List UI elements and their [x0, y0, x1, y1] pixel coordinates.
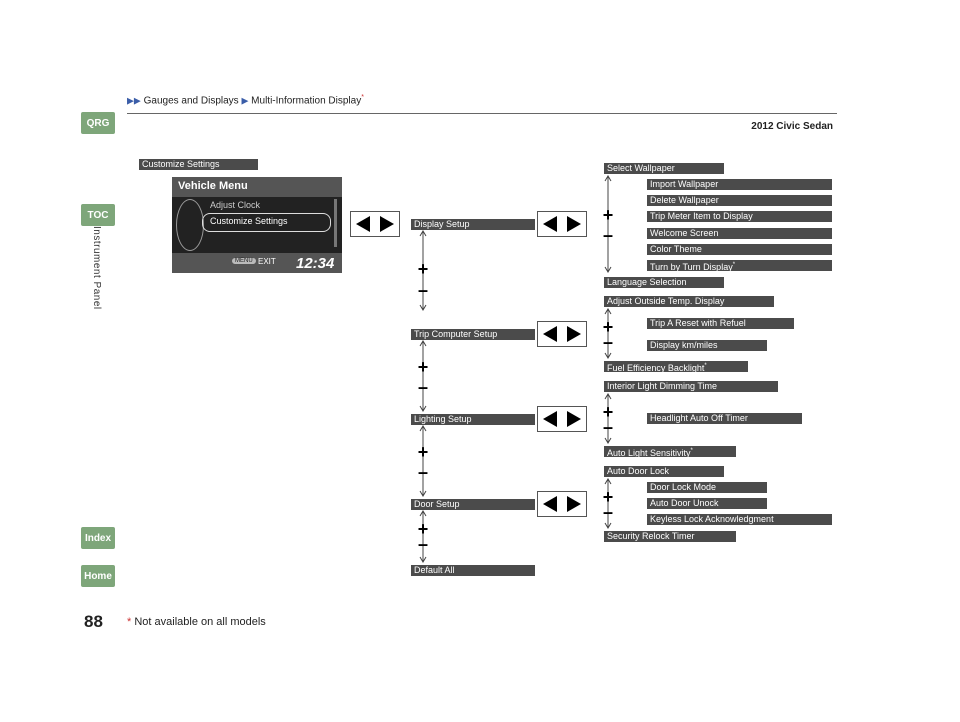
- group-door-setup: Door Setup: [411, 499, 535, 510]
- model-title: 2012 Civic Sedan: [751, 121, 833, 132]
- left-right-arrow-icon: [537, 406, 587, 432]
- plus-icon: +: [602, 402, 614, 422]
- item-auto-light-sensitivity: Auto Light Sensitivity*: [604, 446, 736, 458]
- plus-icon: +: [602, 205, 614, 225]
- menu-key: MENU: [232, 258, 256, 264]
- minus-icon: –: [417, 534, 428, 554]
- item-turn-by-turn: Turn by Turn Display*: [647, 260, 832, 272]
- breadcrumb-arrow-icon: ▶: [241, 95, 249, 106]
- plus-icon: +: [417, 519, 429, 539]
- minus-icon: –: [417, 462, 428, 482]
- minus-icon: –: [417, 280, 428, 300]
- item-trip-meter-item: Trip Meter Item to Display: [647, 211, 832, 222]
- screen-title: Vehicle Menu: [178, 180, 248, 192]
- group-trip-computer-setup: Trip Computer Setup: [411, 329, 535, 340]
- group-default-all: Default All: [411, 565, 535, 576]
- section-label: Instrument Panel: [91, 226, 102, 310]
- item-auto-door-lock: Auto Door Lock: [604, 466, 724, 477]
- item-adjust-outside-temp: Adjust Outside Temp. Display: [604, 296, 774, 307]
- group-display-setup: Display Setup: [411, 219, 535, 230]
- item-auto-door-unock: Auto Door Unock: [647, 498, 767, 509]
- screen-exit: EXIT: [258, 257, 276, 266]
- item-interior-light-dimming: Interior Light Dimming Time: [604, 381, 778, 392]
- item-select-wallpaper: Select Wallpaper: [604, 163, 724, 174]
- breadcrumb: ▶▶ Gauges and Displays ▶ Multi-Informati…: [127, 94, 364, 106]
- left-right-arrow-icon: [350, 211, 400, 237]
- minus-icon: –: [602, 502, 613, 522]
- footnote-text: Not available on all models: [134, 616, 266, 628]
- left-right-arrow-icon: [537, 321, 587, 347]
- item-language-selection: Language Selection: [604, 277, 724, 288]
- item-fuel-efficiency-backlight: Fuel Efficiency Backlight*: [604, 361, 748, 373]
- minus-icon: –: [602, 332, 613, 352]
- item-door-lock-mode: Door Lock Mode: [647, 482, 767, 493]
- item-import-wallpaper: Import Wallpaper: [647, 179, 832, 190]
- item-delete-wallpaper: Delete Wallpaper: [647, 195, 832, 206]
- customize-settings-bar: Customize Settings: [139, 159, 258, 170]
- page-number: 88: [84, 612, 103, 631]
- minus-icon: –: [417, 377, 428, 397]
- footnote: * Not available on all models: [127, 616, 266, 628]
- display-screenshot: Vehicle Menu Adjust Clock Customize Sett…: [172, 177, 342, 273]
- minus-icon: –: [602, 417, 613, 437]
- item-keyless-lock-ack: Keyless Lock Acknowledgment: [647, 514, 832, 525]
- toc-tab[interactable]: TOC: [81, 204, 115, 226]
- index-tab[interactable]: Index: [81, 527, 115, 549]
- plus-icon: +: [417, 442, 429, 462]
- item-color-theme: Color Theme: [647, 244, 832, 255]
- item-display-km-miles: Display km/miles: [647, 340, 767, 351]
- item-headlight-auto-off: Headlight Auto Off Timer: [647, 413, 802, 424]
- footnote-asterisk: *: [127, 616, 132, 628]
- plus-icon: +: [602, 487, 614, 507]
- breadcrumb-gauges[interactable]: Gauges and Displays: [143, 95, 239, 107]
- header-rule: [127, 113, 837, 114]
- plus-icon: +: [417, 357, 429, 377]
- group-lighting-setup: Lighting Setup: [411, 414, 535, 425]
- breadcrumb-asterisk: *: [361, 94, 364, 101]
- item-security-relock-timer: Security Relock Timer: [604, 531, 736, 542]
- screen-clock: 12:34: [296, 255, 335, 272]
- minus-icon: –: [602, 225, 613, 245]
- item-trip-a-reset: Trip A Reset with Refuel: [647, 318, 794, 329]
- breadcrumb-arrow-icon: ▶▶: [127, 95, 141, 106]
- left-right-arrow-icon: [537, 491, 587, 517]
- breadcrumb-mid[interactable]: Multi-Information Display: [251, 95, 362, 107]
- qrg-tab[interactable]: QRG: [81, 112, 115, 134]
- left-right-arrow-icon: [537, 211, 587, 237]
- home-tab[interactable]: Home: [81, 565, 115, 587]
- dial-icon: [176, 199, 204, 251]
- plus-icon: +: [417, 259, 429, 279]
- item-welcome-screen: Welcome Screen: [647, 228, 832, 239]
- screen-item-adjust-clock: Adjust Clock: [210, 200, 261, 210]
- plus-icon: +: [602, 317, 614, 337]
- screen-item-customize: Customize Settings: [210, 216, 288, 226]
